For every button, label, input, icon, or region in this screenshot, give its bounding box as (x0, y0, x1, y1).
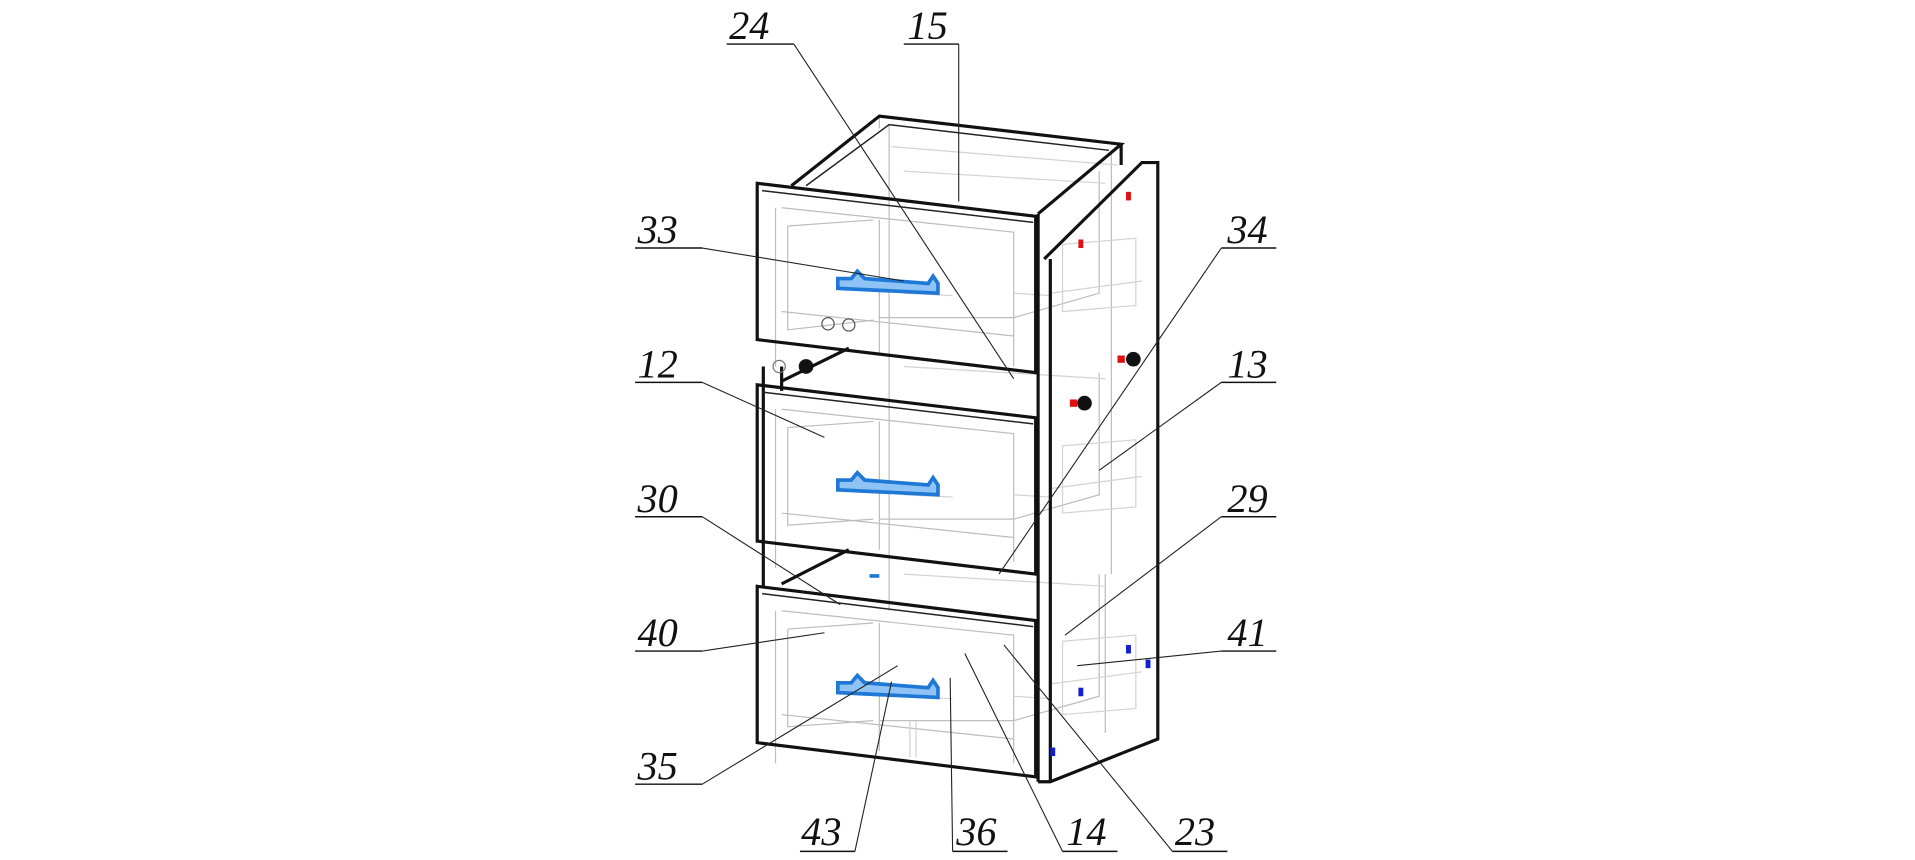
callout-23: 23 (1003, 644, 1228, 854)
callout-40: 40 (635, 610, 825, 655)
callout-15: 15 (903, 3, 960, 202)
drawer-front-bottom (755, 584, 1038, 779)
callout-30: 30 (635, 476, 841, 606)
callout-label: 41 (1227, 610, 1267, 655)
drawer-handle-middle (835, 470, 940, 497)
drawer-front-top (755, 181, 1038, 375)
callout-label: 35 (637, 743, 678, 788)
hardware-fittings (772, 191, 1151, 757)
callout-label: 30 (637, 476, 678, 521)
callout-label: 29 (1227, 476, 1267, 521)
callout-14: 14 (964, 653, 1118, 854)
callout-label: 13 (1227, 341, 1267, 386)
cabinet-outline (761, 114, 1160, 784)
callout-label: 40 (638, 610, 678, 655)
callout-label: 43 (801, 809, 841, 854)
callout-label: 14 (1066, 809, 1106, 854)
callout-label: 23 (1175, 809, 1215, 854)
callout-24: 24 (726, 3, 1015, 380)
callout-label: 24 (729, 3, 769, 48)
callout-33: 33 (635, 207, 904, 282)
callout-36: 36 (949, 677, 1008, 854)
callout-34: 34 (998, 207, 1277, 575)
drawer-handle-top (835, 268, 940, 296)
drawer-handle-bottom (835, 672, 940, 700)
callout-label: 15 (907, 3, 947, 48)
callout-label: 34 (1226, 207, 1267, 252)
callout-35: 35 (635, 665, 898, 788)
callout-29: 29 (1064, 476, 1277, 636)
callout-41: 41 (1077, 610, 1277, 667)
callout-label: 36 (955, 809, 996, 854)
callout-12: 12 (635, 341, 825, 438)
callout-13: 13 (1098, 341, 1277, 471)
drawer-front-middle (755, 383, 1038, 576)
callout-label: 12 (638, 341, 678, 386)
callout-label: 33 (637, 207, 678, 252)
callout-43: 43 (799, 681, 893, 854)
